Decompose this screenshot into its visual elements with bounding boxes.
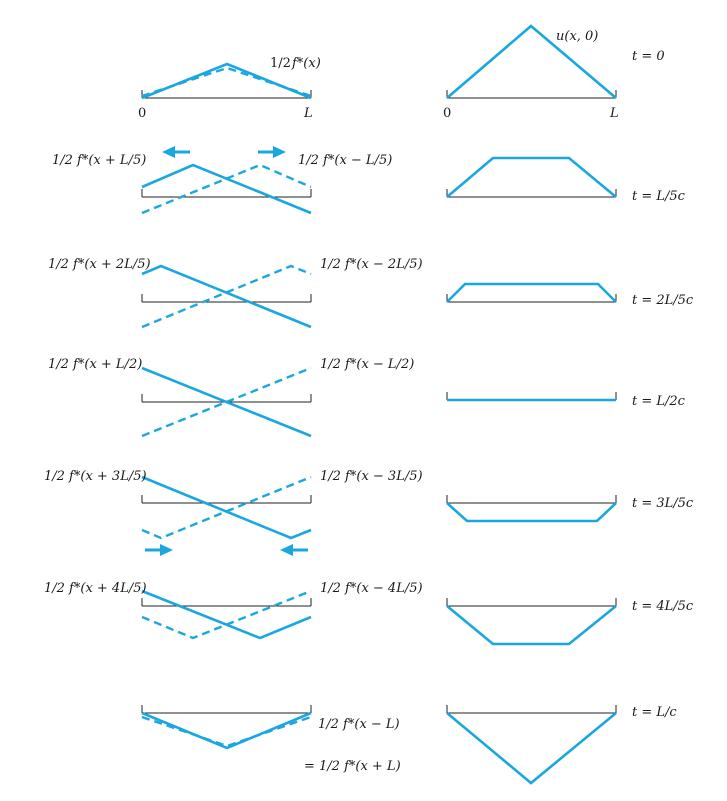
dashed-wave-right-moving xyxy=(141,366,312,438)
arrow-right-icon xyxy=(145,544,173,556)
right-wave-label: 1/2 f*(x − L/2) xyxy=(320,357,414,372)
solid-wave-left-moving xyxy=(141,475,312,540)
time-label: t = 3L/5c xyxy=(632,496,694,511)
dashed-wave xyxy=(141,715,312,748)
left-wave-label: 1/2 f*(x + L/5) xyxy=(52,153,146,168)
row-t6-right: t = L/c xyxy=(446,705,677,785)
dashed-wave-right-moving xyxy=(141,163,312,215)
solid-wave xyxy=(141,711,312,750)
time-label: t = L/c xyxy=(632,705,677,720)
row-t1-left: 1/2 f*(x + L/5) 1/2 f*(x − L/5) xyxy=(52,146,392,215)
row-t4-right: t = 3L/5c xyxy=(446,495,694,523)
right-wave-label: 1/2 f*(x − L/5) xyxy=(298,153,392,168)
solution-wave xyxy=(446,24,617,99)
u-label: u(x, 0) xyxy=(556,29,598,44)
end-label: L xyxy=(609,106,619,121)
row-t4-left: 1/2 f*(x + 3L/5) 1/2 f*(x − 3L/5) xyxy=(44,469,423,556)
solution-wave xyxy=(446,711,617,785)
time-label: t = 2L/5c xyxy=(632,293,694,308)
origin-label: 0 xyxy=(443,106,451,121)
dashed-wave xyxy=(141,66,312,98)
dashed-wave-right-moving xyxy=(141,475,312,540)
row-t0-right: 0 L u(x, 0) t = 0 xyxy=(443,24,665,121)
row-t1-right: t = L/5c xyxy=(446,156,686,204)
origin-label: 0 xyxy=(138,106,146,121)
row-t3-right: t = L/2c xyxy=(446,392,686,409)
left-wave-label: 1/2 f*(x + 4L/5) xyxy=(44,581,147,596)
dashed-wave-right-moving xyxy=(141,589,312,640)
right-wave-label-equality: = 1/2 f*(x + L) xyxy=(304,759,401,774)
solution-wave xyxy=(446,282,617,303)
left-wave-label: 1/2 f*(x + 3L/5) xyxy=(44,469,147,484)
arrow-left-icon xyxy=(280,544,308,556)
wave-label-main: f*(x) xyxy=(291,56,321,71)
row-t2-right: t = 2L/5c xyxy=(446,282,694,308)
arrow-right-icon xyxy=(258,146,286,158)
left-wave-label: 1/2 f*(x + L/2) xyxy=(48,357,142,372)
arrow-left-icon xyxy=(162,146,190,158)
time-label: t = 0 xyxy=(632,49,665,64)
end-label: L xyxy=(303,106,313,121)
time-label: t = L/5c xyxy=(632,189,686,204)
solution-wave xyxy=(446,502,617,523)
right-wave-label: 1/2 f*(x − L) xyxy=(318,717,400,732)
solution-wave xyxy=(446,604,617,646)
row-t6-left: 1/2 f*(x − L) = 1/2 f*(x + L) xyxy=(141,705,401,774)
wave-label-coef: 1/2 xyxy=(270,56,291,71)
solid-wave-left-moving xyxy=(141,264,312,329)
solution-wave xyxy=(446,156,617,199)
time-label: t = L/2c xyxy=(632,394,686,409)
row-t2-left: 1/2 f*(x + 2L/5) 1/2 f*(x − 2L/5) xyxy=(48,257,423,329)
right-wave-label: 1/2 f*(x − 4L/5) xyxy=(320,581,423,596)
solid-wave-left-moving xyxy=(141,163,312,215)
left-wave-label: 1/2 f*(x + 2L/5) xyxy=(48,257,151,272)
row-t5-right: t = 4L/5c xyxy=(446,598,694,646)
right-wave-label: 1/2 f*(x − 3L/5) xyxy=(320,469,423,484)
row-t3-left: 1/2 f*(x + L/2) 1/2 f*(x − L/2) xyxy=(48,357,414,438)
solid-wave-left-moving xyxy=(141,589,312,640)
row-t5-left: 1/2 f*(x + 4L/5) 1/2 f*(x − 4L/5) xyxy=(44,581,423,640)
row-t0-left: 0 L 1/2 f*(x) xyxy=(138,56,321,121)
dashed-wave-right-moving xyxy=(141,264,312,329)
time-label: t = 4L/5c xyxy=(632,599,694,614)
right-wave-label: 1/2 f*(x − 2L/5) xyxy=(320,257,423,272)
